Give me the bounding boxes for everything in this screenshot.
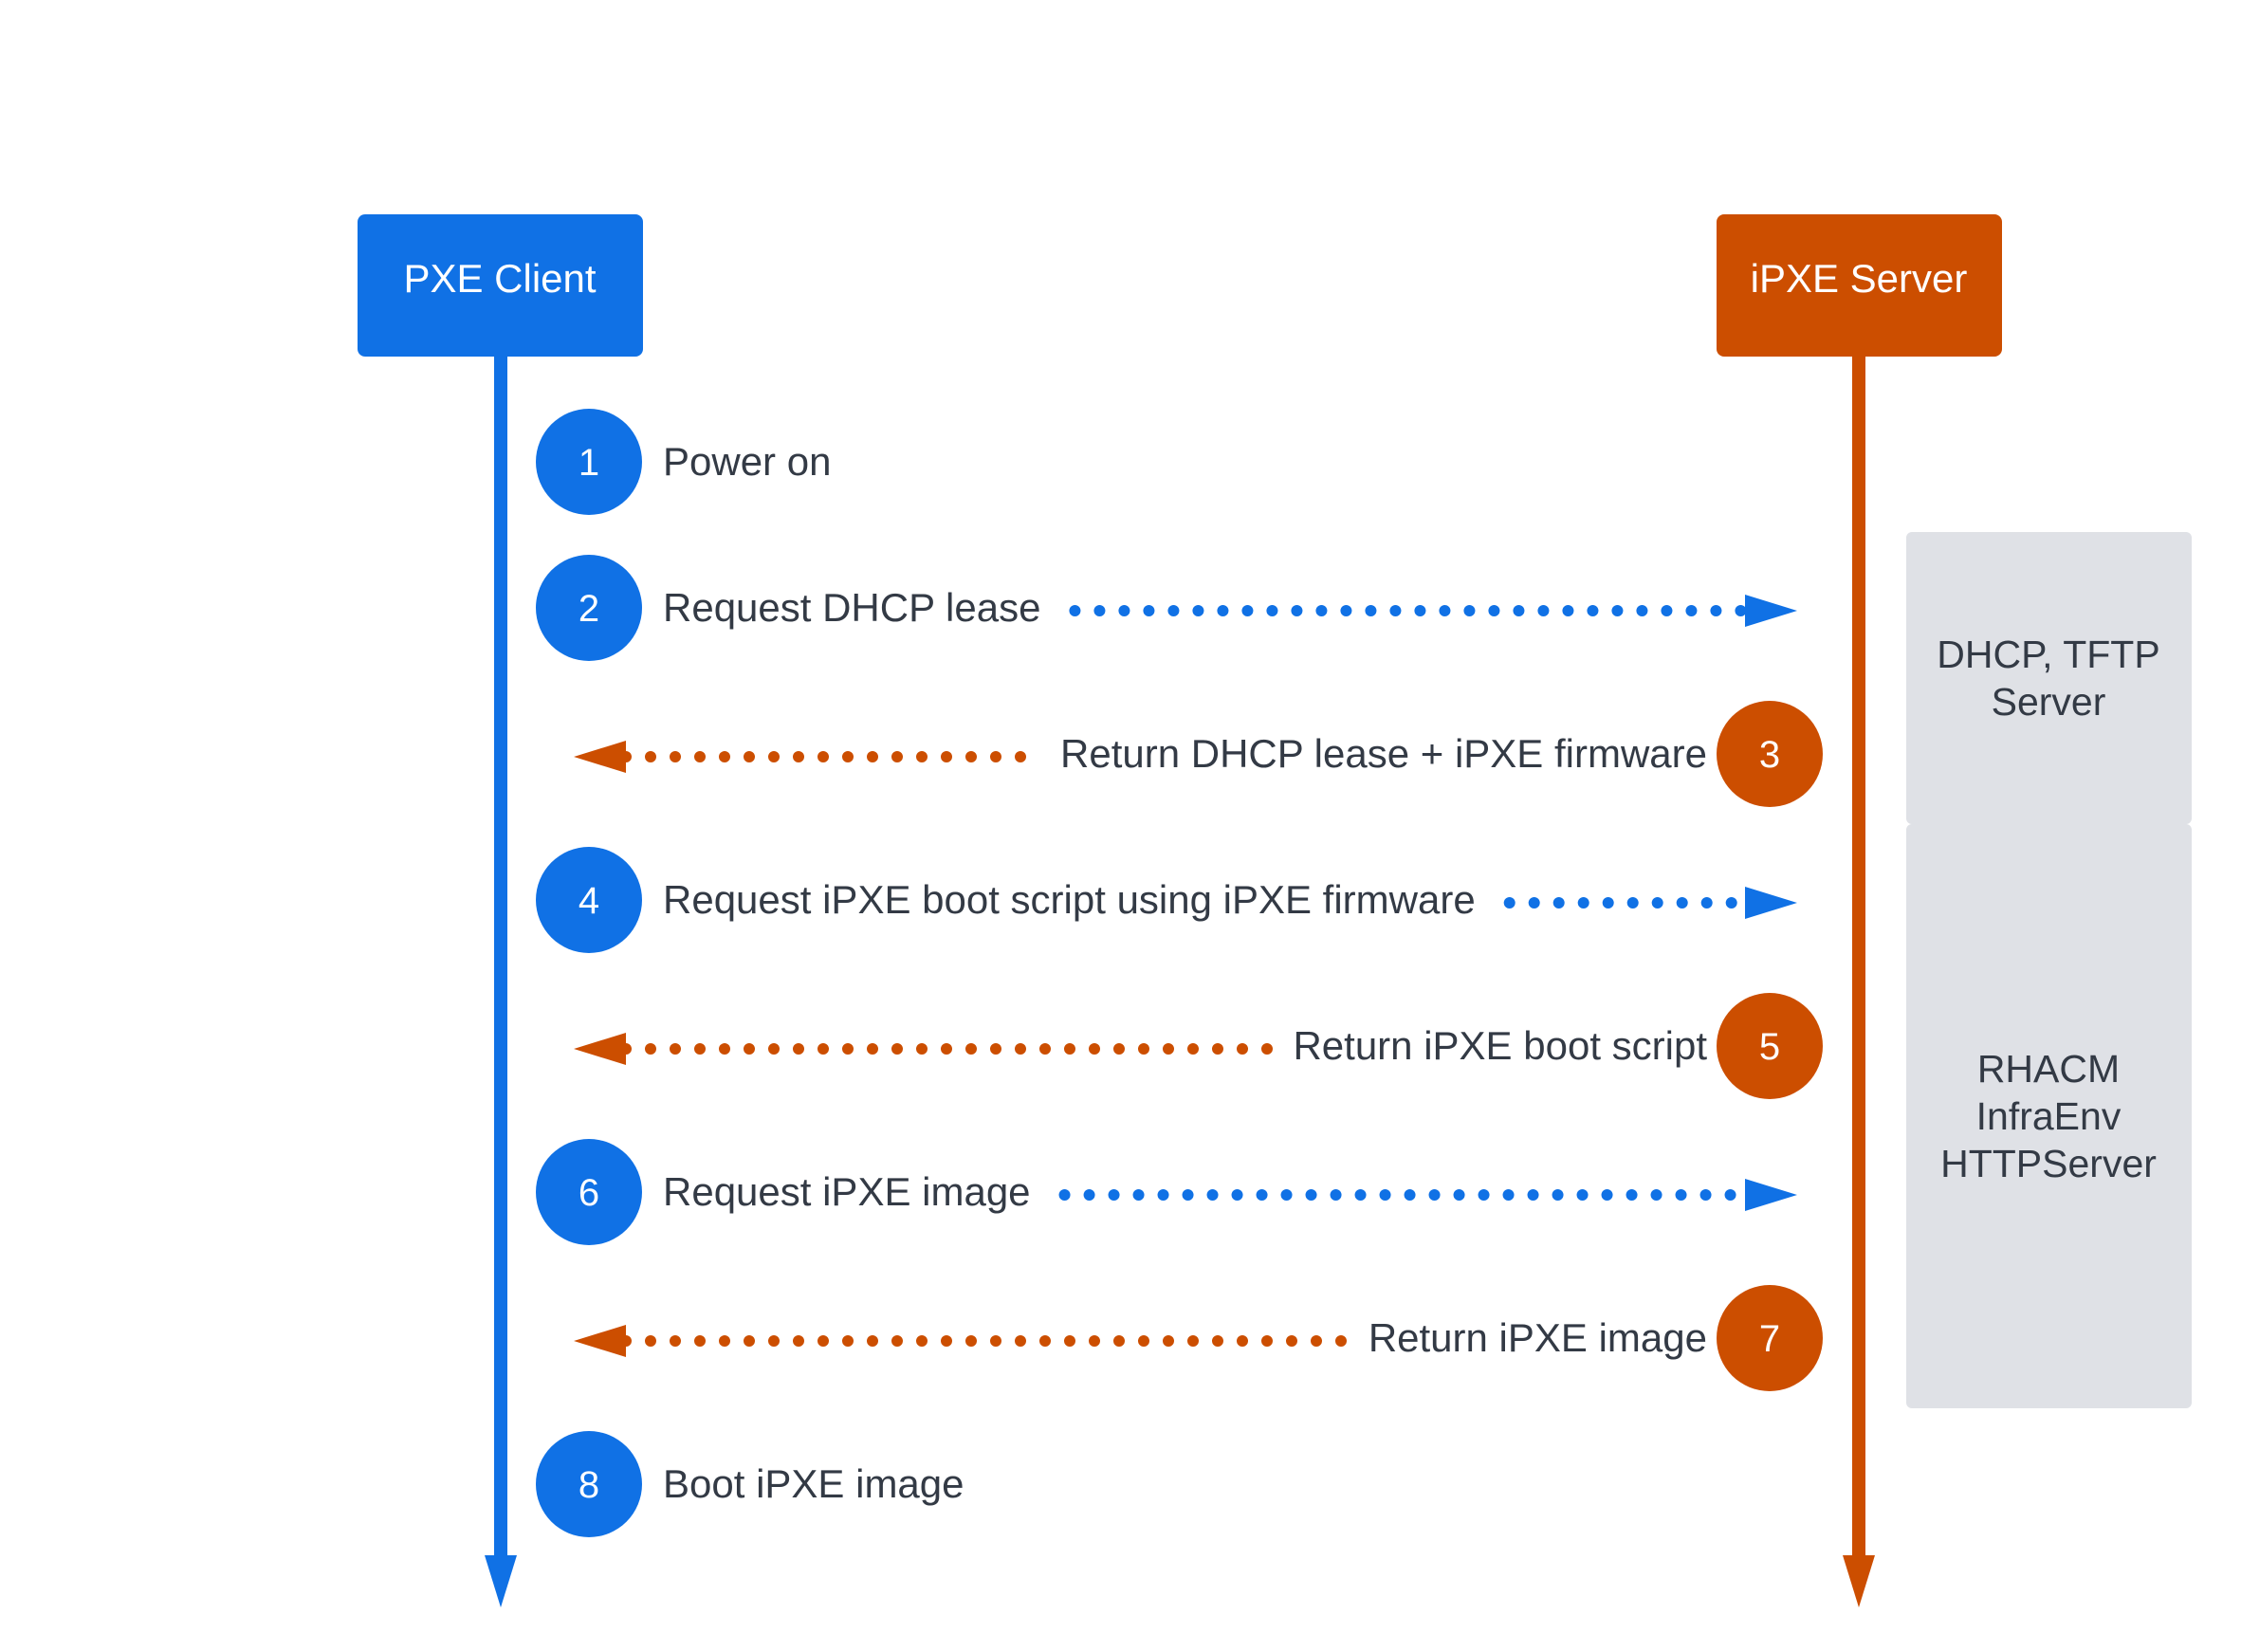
step-7-badge [1717, 1285, 1823, 1391]
step-2-message-arrow [1069, 595, 1797, 627]
client-actor-box: PXE Client [358, 214, 643, 357]
step-1-label: Power on [663, 439, 831, 484]
arrowhead-icon [1745, 887, 1797, 919]
step-7-label: Return iPXE image [1368, 1315, 1707, 1360]
arrowhead-icon [574, 741, 626, 773]
arrowhead-icon [574, 1033, 626, 1065]
step-8-number: 8 [579, 1464, 599, 1506]
step-7: 7 Return iPXE image [1368, 1285, 1823, 1391]
step-1-number: 1 [579, 442, 599, 484]
step-6-label: Request iPXE image [663, 1169, 1031, 1214]
step-5: 5 Return iPXE boot script [1293, 993, 1823, 1099]
step-6-number: 6 [579, 1172, 599, 1214]
step-1: 1 Power on [536, 409, 831, 515]
step-8: 8 Boot iPXE image [536, 1431, 964, 1537]
step-3-badge [1717, 701, 1823, 807]
step-2-label: Request DHCP lease [663, 585, 1040, 630]
side-box-label-line: InfraEnv [1976, 1094, 2122, 1138]
client-lifeline-arrowhead [485, 1555, 517, 1607]
step-3-number: 3 [1759, 734, 1780, 776]
step-7-message-arrow [574, 1325, 1350, 1357]
step-2-badge [536, 555, 642, 661]
step-4-message-arrow [1503, 887, 1797, 919]
server-actor-box: iPXE Server [1717, 214, 2002, 357]
step-3-label: Return DHCP lease + iPXE firmware [1060, 731, 1707, 776]
step-5-message-arrow [574, 1033, 1275, 1065]
server-lifeline-arrowhead [1843, 1555, 1875, 1607]
step-5-number: 5 [1759, 1026, 1780, 1068]
step-5-label: Return iPXE boot script [1293, 1023, 1707, 1068]
step-4-label: Request iPXE boot script using iPXE firm… [663, 877, 1476, 922]
server-actor-label: iPXE Server [1751, 256, 1968, 301]
step-1-badge [536, 409, 642, 515]
client-actor-label: PXE Client [403, 256, 596, 301]
arrowhead-icon [1745, 1179, 1797, 1211]
step-6: 6 Request iPXE image [536, 1139, 1031, 1245]
arrowhead-icon [574, 1325, 626, 1357]
side-box-label-line: RHACM [1977, 1047, 2120, 1091]
step-3-message-arrow [574, 741, 1042, 773]
step-8-label: Boot iPXE image [663, 1461, 964, 1506]
step-5-badge [1717, 993, 1823, 1099]
step-3: 3 Return DHCP lease + iPXE firmware [1060, 701, 1823, 807]
side-box-label-line: DHCP, TFTP [1937, 633, 2159, 676]
step-7-number: 7 [1759, 1318, 1780, 1360]
arrowhead-icon [1745, 595, 1797, 627]
side-box-background [1906, 824, 2192, 1408]
side-box-label-line: Server [1992, 680, 2106, 724]
side-box-label-line: HTTPServer [1940, 1142, 2157, 1185]
step-8-badge [536, 1431, 642, 1537]
step-2: 2 Request DHCP lease [536, 555, 1040, 661]
step-6-badge [536, 1139, 642, 1245]
step-4-badge [536, 847, 642, 953]
step-6-message-arrow [1058, 1179, 1797, 1211]
step-2-number: 2 [579, 588, 599, 630]
step-4-number: 4 [579, 880, 599, 922]
step-4: 4 Request iPXE boot script using iPXE fir… [536, 847, 1476, 953]
side-box-background [1906, 532, 2192, 824]
